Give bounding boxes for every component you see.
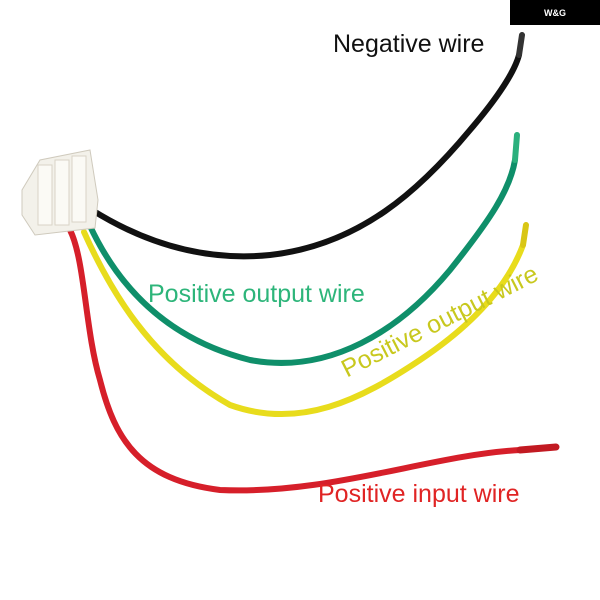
green-wire-tip xyxy=(512,132,520,163)
yellow-wire-tip xyxy=(520,222,529,248)
black-wire-tip xyxy=(516,32,525,58)
black-wire xyxy=(89,52,522,260)
label-negative-wire: Negative wire xyxy=(333,30,485,58)
label-positive-input: Positive input wire xyxy=(318,480,520,508)
label-positive-output-green: Positive output wire xyxy=(148,280,365,308)
green-wire xyxy=(87,157,518,366)
yellow-wire xyxy=(81,229,526,418)
brand-logo: W&G xyxy=(510,0,600,25)
connector-housing xyxy=(21,149,99,236)
red-wire-tip xyxy=(516,443,560,454)
red-wire xyxy=(67,227,523,494)
logo-text: W&G xyxy=(544,7,566,18)
